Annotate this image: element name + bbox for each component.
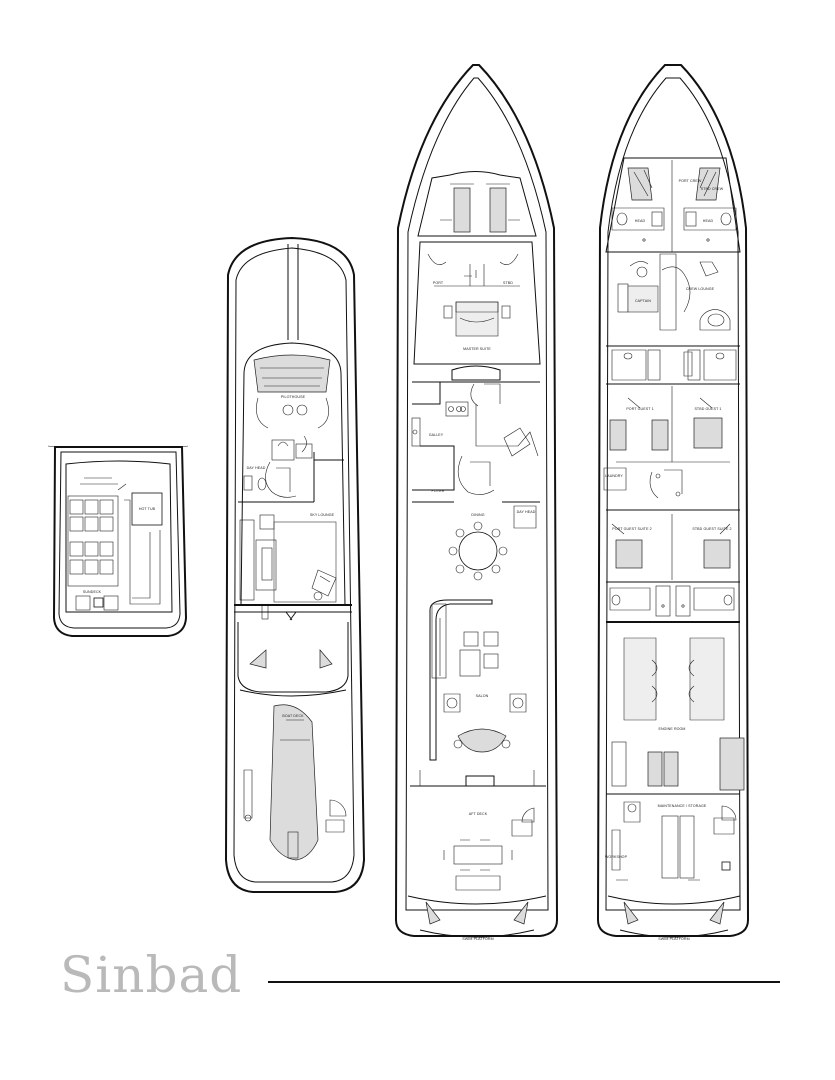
aft-deck-label: AFT DECK — [469, 812, 488, 816]
title-rule — [268, 981, 780, 983]
boat-deck-label: BOAT DECK — [282, 714, 304, 718]
main-stbd-label: STBD — [503, 281, 513, 285]
bridge-day-head-label: DAY HEAD — [247, 466, 266, 470]
port-guest-suite-2-label: PORT GUEST SUITE 2 — [612, 527, 652, 531]
engine-room-label: ENGINE ROOM — [658, 727, 685, 731]
crew-lounge-label: CREW LOUNGE — [686, 287, 715, 291]
galley-label: GALLEY — [429, 433, 444, 437]
fwd-port-cabin-label: PORT CREW — [679, 179, 702, 183]
sundeck-loungers — [69, 499, 114, 575]
hot-tub-label: HOT TUB — [139, 507, 156, 511]
maintenance-label: MAINTENANCE / STORAGE — [658, 804, 707, 808]
salon-label: SALON — [476, 694, 489, 698]
foyer-label: FOYER — [432, 489, 445, 493]
dining-label: DINING — [471, 513, 484, 517]
fwd-port-head-label: HEAD — [635, 219, 646, 223]
lower-swim-platform-label: SWIM PLATFORM — [658, 937, 689, 941]
sky-lounge-label: SKY LOUNGE — [310, 513, 335, 517]
laundry-label: LAUNDRY — [605, 474, 623, 478]
brand-title: Sinbad — [60, 946, 243, 1004]
main-swim-platform-label: SWIM PLATFORM — [462, 937, 493, 941]
main-port-label: PORT — [433, 281, 444, 285]
workshop-label: WORKSHOP — [605, 855, 628, 859]
master-suite-label: MASTER SUITE — [463, 347, 491, 351]
bridge-deck-plan: PILOTHOUSE DAY HEAD SKY LOUNGE BOAT DECK — [224, 236, 366, 893]
main-day-head-label: DAY HEAD — [517, 510, 536, 514]
main-deck-plan: PORT STBD MASTER SUITE GALLEY FOYER DAY … — [394, 64, 559, 941]
fwd-stbd-head-label: HEAD — [703, 219, 714, 223]
lower-deck-plan: PORT CREW STBD CREW HEAD HEAD CAPTAIN CR… — [596, 64, 750, 941]
pilothouse-label: PILOTHOUSE — [281, 395, 306, 399]
hot-tub — [131, 492, 163, 526]
stbd-guest-suite-2-label: STBD GUEST SUITE 2 — [692, 527, 731, 531]
sundeck-label: SUNDECK — [83, 590, 102, 594]
port-guest-label: PORT GUEST 1 — [626, 407, 653, 411]
stbd-guest-label: STBD GUEST 1 — [694, 407, 721, 411]
fwd-stbd-cabin-label: STBD CREW — [701, 187, 724, 191]
sun-deck-plan: SUNDECK HOT TUB — [47, 445, 189, 637]
captain-label: CAPTAIN — [635, 299, 651, 303]
